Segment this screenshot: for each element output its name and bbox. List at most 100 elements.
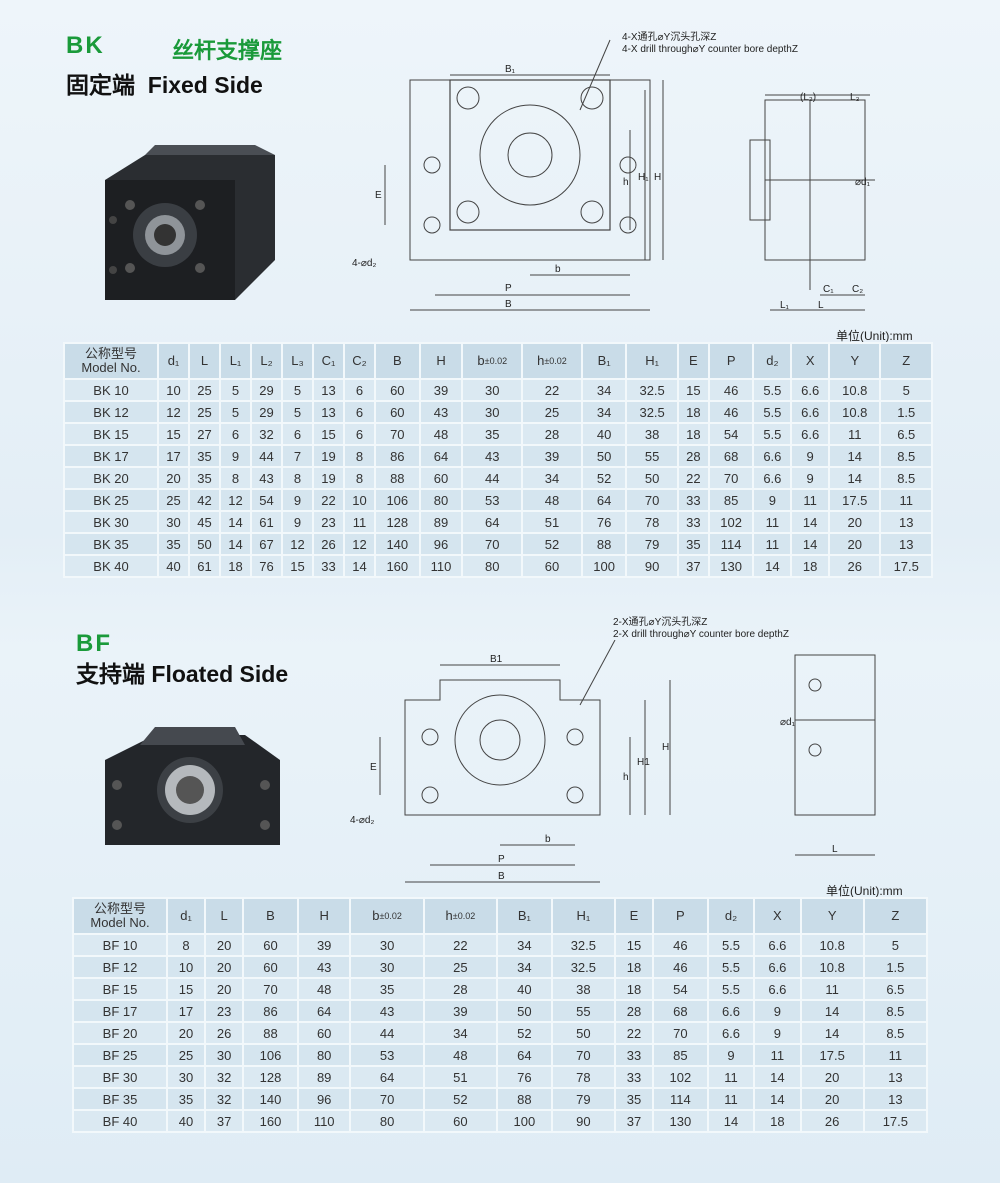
label-e: E — [370, 762, 377, 773]
value-cell: 60 — [242, 933, 299, 957]
value-cell: 20 — [204, 955, 245, 979]
value-cell: 48 — [418, 422, 464, 446]
value-cell: 40 — [157, 554, 190, 578]
value-cell: 40 — [496, 977, 553, 1001]
value-cell: 100 — [580, 554, 628, 578]
tolerance-label: ±0.02 — [544, 356, 567, 366]
value-cell: 19 — [312, 466, 345, 490]
value-cell: 45 — [188, 510, 221, 534]
value-cell: 9 — [753, 1021, 802, 1045]
bk-subtitle-en: Fixed Side — [147, 72, 263, 98]
value-cell: 60 — [521, 554, 583, 578]
value-cell: 88 — [374, 466, 421, 490]
column-label: B — [266, 908, 275, 923]
value-cell: 60 — [374, 400, 421, 424]
value-cell: 35 — [349, 977, 425, 1001]
value-cell: 8 — [343, 466, 376, 490]
bf-code: BF — [76, 630, 112, 657]
value-cell: 40 — [165, 1109, 207, 1133]
value-cell: 26 — [828, 554, 882, 578]
label-p: P — [498, 854, 505, 865]
bf-note-en: 2-X drill through⌀Y counter bore depthZ — [613, 629, 789, 640]
value-cell: 14 — [828, 466, 882, 490]
value-cell: 22 — [422, 933, 499, 957]
bf-product-photo — [105, 727, 280, 845]
label-c2: C₂ — [852, 284, 863, 295]
bk-title-cn: 丝杆支撑座 — [172, 38, 283, 63]
value-cell: 50 — [496, 999, 553, 1023]
value-cell: 10.8 — [828, 400, 882, 424]
column-header: H₁ — [625, 342, 679, 380]
value-cell: 33 — [312, 554, 345, 578]
column-header: h±0.02 — [422, 897, 499, 935]
value-cell: 102 — [707, 510, 755, 534]
value-cell: 11 — [790, 488, 831, 512]
column-label: b — [372, 908, 380, 923]
value-cell: 14 — [219, 510, 252, 534]
bk-subtitle: 固定端 Fixed Side — [66, 66, 263, 100]
value-cell: 128 — [374, 510, 421, 534]
label-b-width: B — [505, 299, 512, 310]
column-header: d₂ — [706, 897, 756, 935]
value-cell: 8.5 — [862, 1021, 929, 1045]
value-cell: 18 — [676, 422, 710, 446]
value-cell: 60 — [374, 378, 421, 402]
value-cell: 15 — [281, 554, 314, 578]
value-cell: 37 — [676, 554, 710, 578]
value-cell: 11 — [828, 422, 882, 446]
value-cell: 7 — [281, 444, 314, 468]
value-cell: 43 — [349, 999, 425, 1023]
value-cell: 90 — [625, 554, 679, 578]
column-label: d₂ — [766, 353, 779, 368]
value-cell: 43 — [461, 444, 524, 468]
value-cell: 30 — [204, 1043, 245, 1067]
value-cell: 130 — [707, 554, 755, 578]
label-l: L — [832, 844, 838, 855]
column-label: X — [805, 353, 815, 368]
value-cell: 9 — [753, 999, 802, 1023]
value-cell: 43 — [296, 955, 352, 979]
model-cell: BF 10 — [72, 933, 168, 957]
value-cell: 13 — [862, 1065, 929, 1089]
value-cell: 60 — [242, 955, 299, 979]
value-cell: 50 — [188, 532, 221, 556]
column-label: H — [436, 353, 446, 368]
column-label: L — [200, 353, 209, 368]
value-cell: 5 — [281, 400, 314, 424]
value-cell: 33 — [676, 510, 710, 534]
value-cell: 18 — [790, 554, 831, 578]
value-cell: 32 — [250, 422, 283, 446]
value-cell: 53 — [349, 1043, 425, 1067]
tolerance-label: ±0.02 — [452, 911, 476, 921]
value-cell: 160 — [242, 1109, 299, 1133]
value-cell: 6.6 — [753, 955, 802, 979]
value-cell: 6.6 — [706, 999, 756, 1023]
value-cell: 32 — [204, 1087, 245, 1111]
value-cell: 29 — [250, 400, 283, 424]
value-cell: 14 — [343, 554, 376, 578]
value-cell: 5 — [862, 933, 929, 957]
value-cell: 32 — [204, 1065, 245, 1089]
value-cell: 22 — [312, 488, 345, 512]
label-b1: B₁ — [505, 64, 516, 75]
column-label: E — [689, 353, 698, 368]
value-cell: 13 — [879, 532, 933, 556]
column-label: L₂ — [260, 353, 273, 368]
value-cell: 6.6 — [706, 1021, 756, 1045]
value-cell: 26 — [799, 1109, 865, 1133]
column-header: H — [296, 897, 352, 935]
value-cell: 43 — [418, 400, 464, 424]
tolerance-label: ±0.02 — [379, 911, 402, 921]
value-cell: 80 — [349, 1109, 425, 1133]
value-cell: 106 — [242, 1043, 299, 1067]
column-header: b±0.02 — [461, 342, 524, 380]
bf-subtitle-cn: 支持端 — [76, 661, 145, 687]
value-cell: 88 — [242, 1021, 299, 1045]
